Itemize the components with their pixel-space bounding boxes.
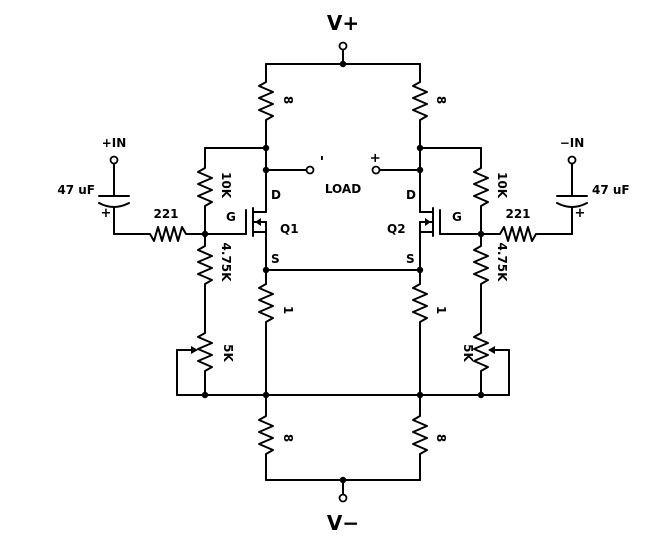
top-supply: V+ [265,11,421,68]
resistor-bias-top-right: 10K [473,147,509,235]
resistors-r_bias_mid_right-label: 4.75K [495,243,509,283]
transistors-q1-s-label: S [271,252,280,266]
resistors-pot_right-label: 5K [461,344,475,362]
resistor-source-left: 1 [258,266,295,396]
resistor-bias-top-left: 10K [197,147,233,235]
resistors-r_bias_mid_left-label: 4.75K [219,243,233,283]
resistors-r_bot_left-label: 8 [281,434,295,442]
load-plus_sign-label: + [367,153,382,164]
plus-in-terminal[interactable] [109,155,119,165]
resistors-r_gate_left-label: 221 [153,207,178,221]
load-plus-terminal[interactable] [371,165,381,175]
load-label: LOAD [325,182,361,196]
resistors-r_bias_top_right-label: 10K [495,172,509,199]
resistors-r_top_left-label: 8 [281,96,295,104]
q1-label: Q1 [280,222,299,236]
transistors-q2-g-label: G [452,210,462,224]
capacitors-left-pol-label: + [101,206,112,221]
inputs-minus-label: −IN [560,136,585,150]
resistor-bias-mid-left: 4.75K [197,233,233,326]
resistor-top-right: 8 [412,63,448,149]
transistors-q2-d-label: D [406,188,416,202]
resistors-r_src_right-label: 1 [434,306,448,314]
bottom-supply: V− [265,476,421,535]
resistor-top-left: 8 [258,63,295,149]
resistors-r_bot_right-label: 8 [434,434,448,442]
load-minus-terminal[interactable] [305,165,315,175]
vplus-terminal[interactable] [338,41,348,51]
vplus-label: V+ [327,11,359,35]
resistor-source-right: 1 [412,266,448,396]
q2-label: Q2 [387,222,406,236]
minus-in-terminal[interactable] [567,155,577,165]
resistors-pot_left-label: 5K [221,344,235,362]
capacitors-right-pol-label: + [575,206,586,221]
capacitor-right: −IN 47 uF + [556,136,630,235]
inputs-plus-label: +IN [102,136,127,150]
transistors-q1-g-label: G [226,210,236,224]
capacitors-right-value-label: 47 uF [592,183,630,197]
mosfet-q1: D G S Q1 [226,188,299,271]
mosfet-q2: D G S Q2 [387,188,462,271]
resistors-r_top_right-label: 8 [434,96,448,104]
resistor-gate-left: 221 [113,207,206,242]
resistor-gate-right: 221 [480,207,573,242]
resistor-bias-mid-right: 4.75K [473,233,509,326]
load-minus_sign-label: - [314,155,329,160]
vminus-terminal[interactable] [338,493,348,503]
transistors-q2-s-label: S [406,252,415,266]
resistor-bottom-right: 8 [412,394,448,481]
potentiometer-right: 5K [461,324,510,396]
potentiometer-left: 5K [176,324,235,396]
vminus-label: V− [327,511,359,535]
capacitor-left: +IN 47 uF + [57,136,130,235]
resistors-r_bias_top_left-label: 10K [219,172,233,199]
transistors-q1-d-label: D [271,188,281,202]
capacitors-left-value-label: 47 uF [57,183,95,197]
resistors-r_gate_right-label: 221 [505,207,530,221]
resistor-bottom-left: 8 [258,394,295,481]
resistors-r_src_left-label: 1 [281,306,295,314]
